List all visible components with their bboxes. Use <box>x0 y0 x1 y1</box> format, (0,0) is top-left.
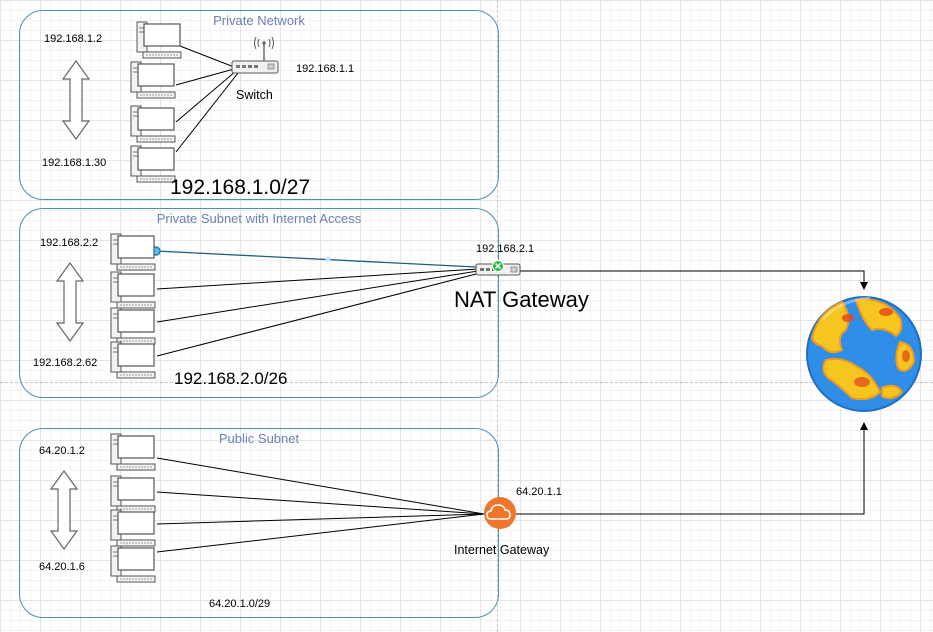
desktop-computer-icon[interactable] <box>108 508 160 550</box>
desktop-computer-icon[interactable] <box>128 104 180 146</box>
link-line-selected[interactable] <box>155 250 477 268</box>
connection-handle[interactable] <box>325 256 331 262</box>
link-line[interactable] <box>156 457 485 515</box>
range-double-arrow-icon[interactable] <box>55 262 85 342</box>
desktop-computer-icon[interactable] <box>108 544 160 586</box>
desktop-computer-icon[interactable] <box>108 306 160 348</box>
range-double-arrow-icon[interactable] <box>61 60 91 140</box>
subnet-cidr: 64.20.1.0/29 <box>209 598 271 610</box>
network-switch-icon[interactable] <box>231 36 279 74</box>
arrow-igw-to-internet[interactable] <box>516 422 868 515</box>
link-line[interactable] <box>156 513 485 525</box>
last-host-ip: 192.168.2.62 <box>33 357 98 369</box>
group-title: Public Subnet <box>218 431 300 446</box>
link-line[interactable] <box>156 491 485 515</box>
link-line[interactable] <box>156 270 479 323</box>
desktop-computer-icon[interactable] <box>128 60 180 102</box>
desktop-computer-icon[interactable] <box>108 474 160 516</box>
desktop-computer-icon[interactable] <box>108 270 160 312</box>
desktop-computer-icon[interactable] <box>128 144 180 186</box>
link-line[interactable] <box>179 45 235 68</box>
switch-label: Switch <box>236 88 273 102</box>
nat-gateway-ip: 192.168.2.1 <box>476 243 535 255</box>
connection-status-icon[interactable] <box>492 260 504 272</box>
subnet-cidr: 192.168.2.0/26 <box>174 369 288 388</box>
range-double-arrow-icon[interactable] <box>49 470 79 550</box>
desktop-computer-icon[interactable] <box>108 232 160 274</box>
first-host-ip: 192.168.1.2 <box>44 33 103 45</box>
last-host-ip: 192.168.1.30 <box>42 157 107 169</box>
private-subnet-group[interactable]: Private Subnet with Internet Access <box>19 208 499 398</box>
private-network-group[interactable]: Private Network <box>19 10 499 200</box>
group-title: Private Subnet with Internet Access <box>156 211 362 226</box>
page-break-horizontal <box>0 382 933 383</box>
group-title: Private Network <box>213 13 305 28</box>
link-line[interactable] <box>175 68 235 86</box>
globe-icon[interactable] <box>806 296 922 412</box>
link-line[interactable] <box>175 72 239 153</box>
nat-gateway-label: NAT Gateway <box>454 287 589 312</box>
switch-ip: 192.168.1.1 <box>296 63 355 75</box>
last-host-ip: 64.20.1.6 <box>39 561 85 573</box>
desktop-computer-icon[interactable] <box>108 432 160 474</box>
link-line[interactable] <box>156 268 479 290</box>
page-break-vertical <box>497 0 498 632</box>
subnet-cidr: 192.168.1.0/27 <box>170 176 311 199</box>
internet-gateway-label: Internet Gateway <box>454 543 550 557</box>
first-host-ip: 192.168.2.2 <box>40 237 99 249</box>
first-host-ip: 64.20.1.2 <box>39 445 85 457</box>
cloud-icon[interactable] <box>484 497 516 529</box>
desktop-computer-icon[interactable] <box>108 340 160 382</box>
desktop-computer-icon[interactable] <box>134 20 186 62</box>
link-line[interactable] <box>156 513 485 553</box>
link-line[interactable] <box>156 272 481 357</box>
arrow-nat-to-internet[interactable] <box>507 270 868 290</box>
link-line[interactable] <box>175 70 237 123</box>
internet-gateway-ip: 64.20.1.1 <box>516 486 562 498</box>
